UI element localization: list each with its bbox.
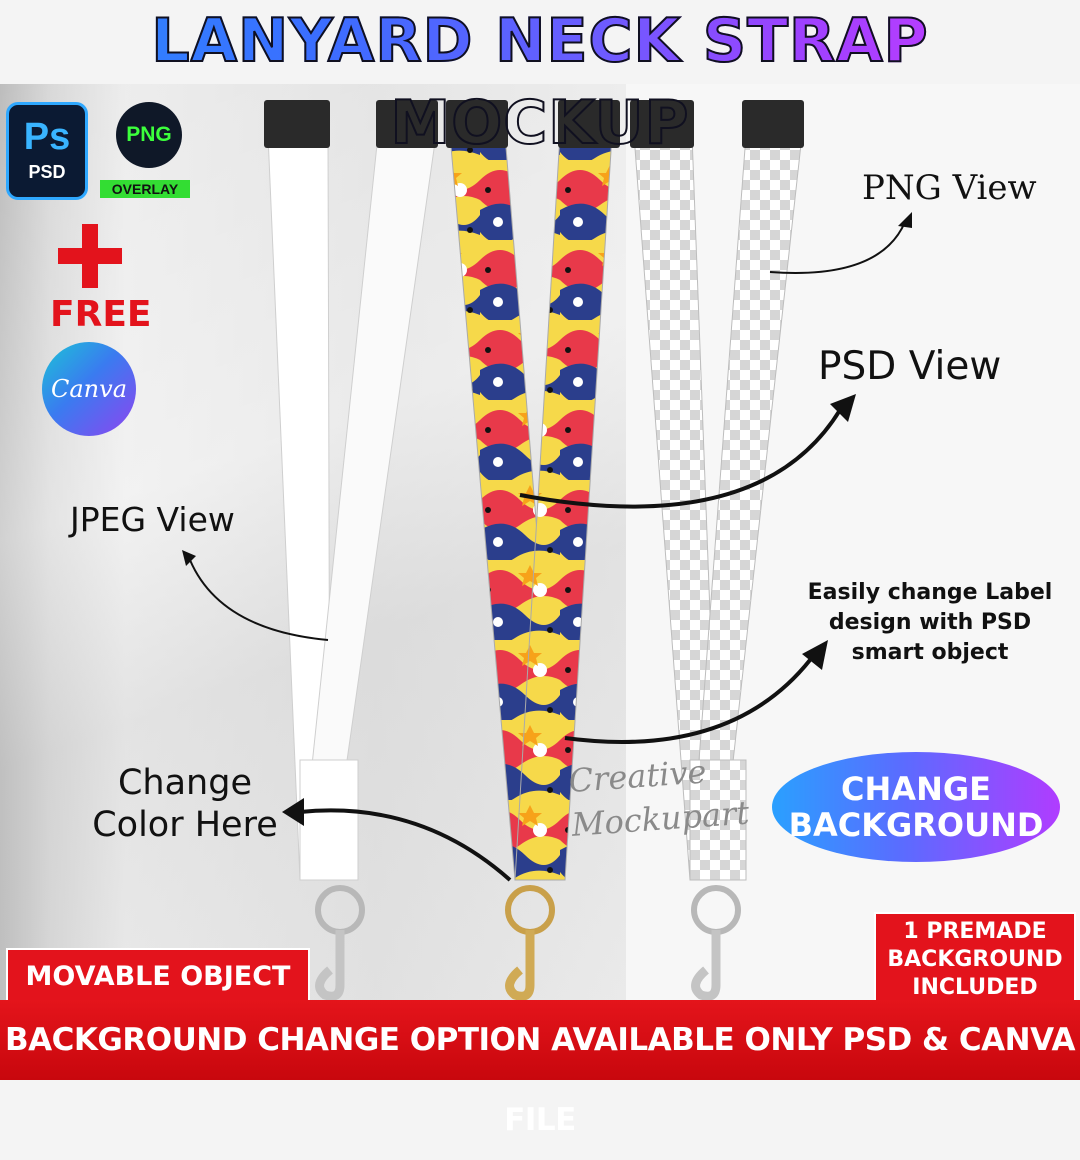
transparent-lanyard [630, 100, 804, 1001]
arrows [189, 221, 906, 882]
page-title: LANYARD NECK STRAP MOCKUP [0, 0, 1080, 159]
lanyard-illustration [182, 100, 912, 1001]
png-icon: PNG [116, 102, 182, 168]
free-label: FREE [50, 294, 152, 335]
easy-change-note: Easily change Label design with PSD smar… [807, 580, 1053, 665]
bottom-banner: BACKGROUND CHANGE OPTION AVAILABLE ONLY … [0, 1000, 1080, 1138]
watermark: Creative Mockupart [567, 752, 751, 844]
bottom-banner-text: BACKGROUND CHANGE OPTION AVAILABLE ONLY … [5, 1022, 1075, 1138]
psd-view-label: PSD View [818, 344, 1002, 389]
plus-icon [58, 224, 122, 288]
png-view-label: PNG View [862, 168, 1037, 208]
patterned-lanyard [446, 100, 620, 1001]
canva-logo-icon: Canva [42, 342, 136, 436]
white-lanyard [264, 100, 438, 1001]
overlay-tag: OVERLAY [100, 180, 190, 198]
premade-background-badge: 1 PREMADE BACKGROUND INCLUDED [874, 912, 1076, 1002]
movable-object-badge: MOVABLE OBJECT [6, 948, 310, 1002]
jpeg-view-label: JPEG View [70, 500, 235, 539]
arrowheads [182, 212, 912, 826]
photoshop-icon: Ps PSD [6, 102, 88, 200]
change-color-label: Change Color Here [92, 763, 278, 845]
change-background-badge: CHANGE BACKGROUND [772, 752, 1060, 862]
